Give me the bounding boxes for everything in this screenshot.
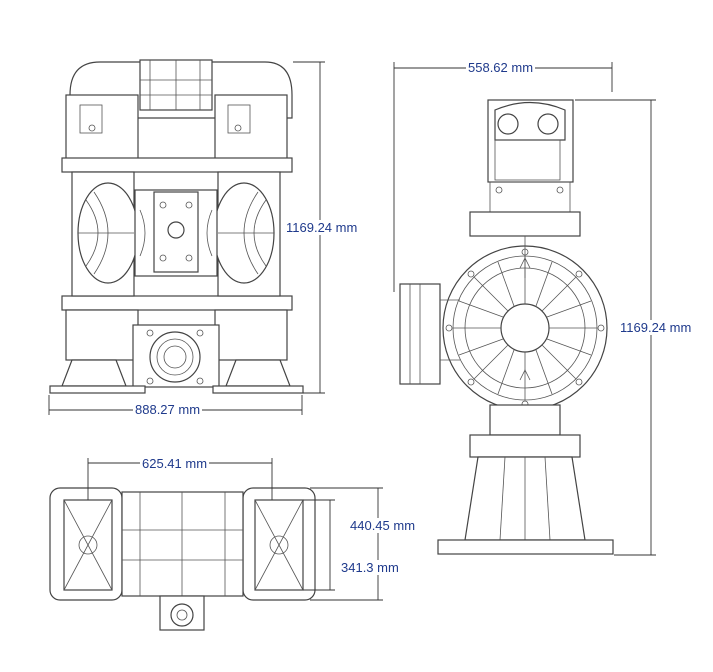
dimension-top-depth-inner: 341.3 mm [339,560,401,575]
dimension-front-width: 888.27 mm [133,402,203,417]
side-view [393,62,656,556]
front-view [48,59,325,415]
top-view [49,458,383,631]
dimension-side-height: 1169.24 mm [618,320,694,335]
dimension-top-width: 625.41 mm [140,456,210,471]
dimension-side-width: 558.62 mm [466,60,536,75]
wheel-spokes [453,256,597,400]
dimension-front-height: 1169.24 mm [284,220,360,235]
dimension-top-depth-outer: 440.45 mm [348,518,418,533]
